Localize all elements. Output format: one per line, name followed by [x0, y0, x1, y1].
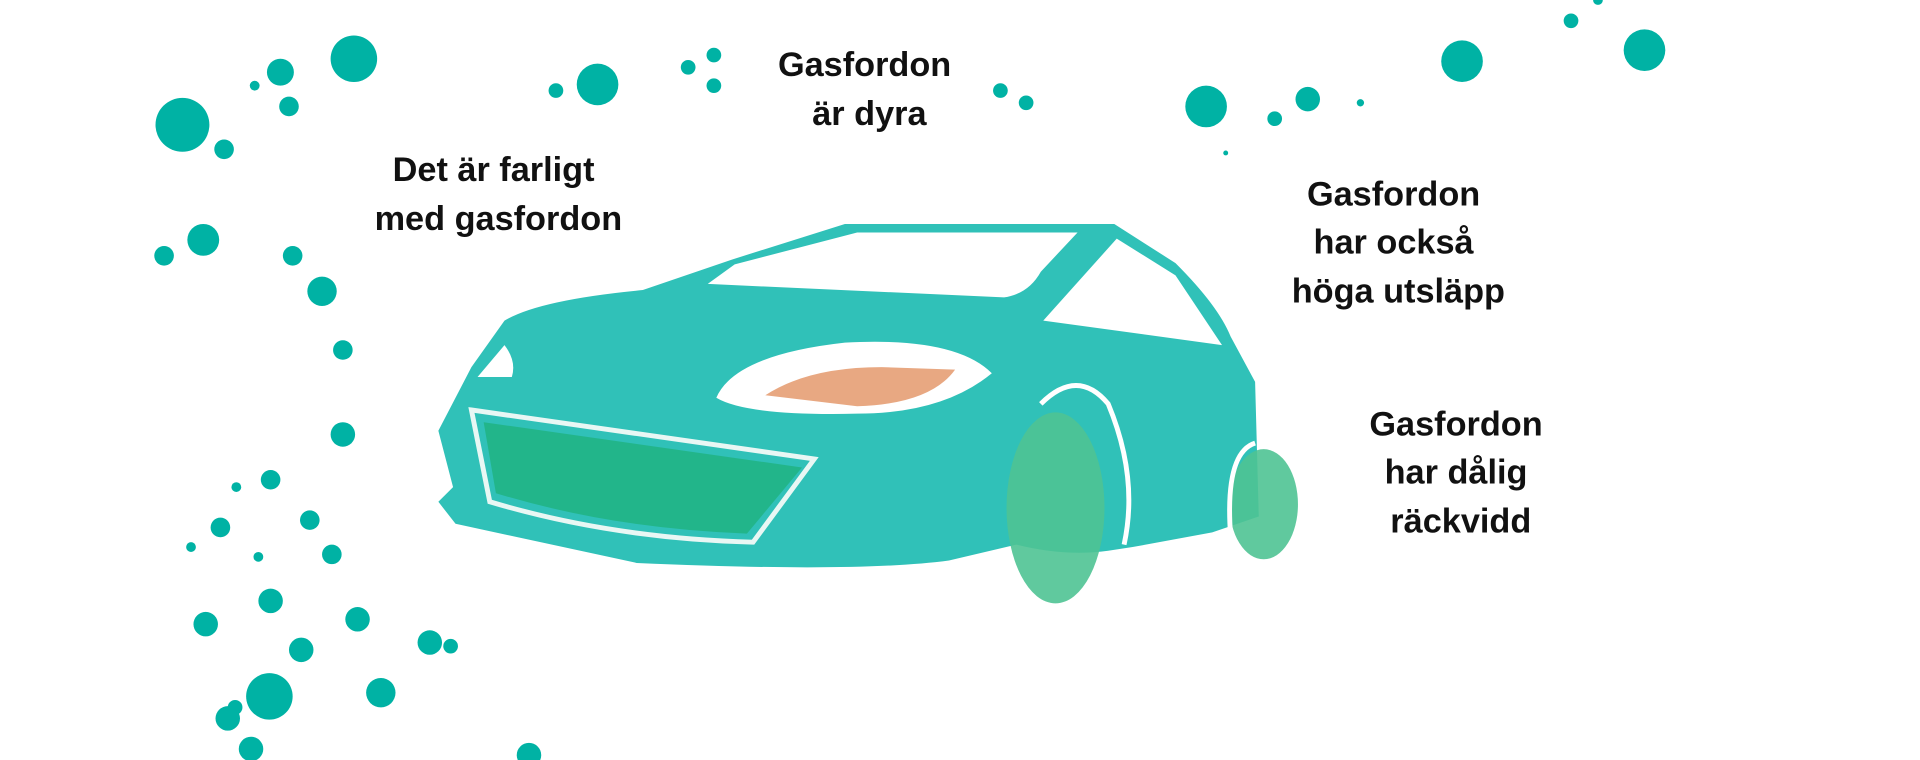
windshield	[707, 232, 1078, 298]
dot	[1593, 0, 1603, 5]
dot	[258, 588, 283, 614]
dot	[210, 517, 231, 538]
grille-frame	[468, 407, 819, 545]
label-line: är dyra	[812, 95, 927, 133]
dot	[231, 482, 242, 492]
mirror-light	[477, 345, 514, 377]
dot	[1185, 85, 1227, 128]
label-line: Det är farligt	[393, 151, 595, 189]
dot	[186, 542, 196, 552]
dot	[246, 673, 293, 720]
dot	[227, 700, 243, 715]
dot	[300, 510, 320, 530]
label-line: Gasfordon	[778, 46, 951, 84]
rear-wheel	[1229, 449, 1298, 560]
dot	[706, 78, 722, 94]
dot	[193, 611, 218, 637]
dot	[238, 736, 264, 760]
dot	[154, 245, 174, 266]
label-expensive: Gasfordon är dyra	[778, 46, 961, 133]
label-emissions: Gasfordon har också höga utsläpp	[1292, 176, 1505, 311]
dot	[330, 422, 356, 447]
grille	[483, 422, 803, 534]
dot	[1563, 13, 1579, 29]
label-line: räckvidd	[1390, 502, 1531, 540]
label-range: Gasfordon har dålig räckvidd	[1369, 406, 1552, 541]
dot	[1356, 99, 1365, 107]
headlight	[765, 367, 956, 407]
dot	[1623, 29, 1666, 71]
car-illustration	[438, 223, 1298, 604]
dot	[1267, 111, 1283, 127]
dot	[1295, 86, 1320, 112]
label-line: har dålig	[1385, 453, 1528, 491]
dot	[288, 637, 314, 663]
dot	[322, 544, 342, 565]
dot	[576, 63, 619, 106]
dot	[516, 742, 542, 760]
dot	[366, 678, 396, 708]
dot	[214, 139, 234, 160]
dot	[266, 58, 294, 86]
dot	[279, 96, 299, 117]
label-line: Gasfordon	[1307, 176, 1480, 214]
dot	[1441, 40, 1483, 82]
dot	[1018, 95, 1034, 111]
dot	[330, 35, 378, 82]
dot	[155, 97, 210, 152]
dot	[282, 245, 303, 266]
label-dangerous: Det är farligt med gasfordon	[375, 151, 623, 238]
dot	[993, 83, 1008, 98]
dot	[1223, 150, 1229, 156]
dot	[253, 551, 264, 562]
dot	[187, 223, 220, 256]
wheel-arch	[1039, 383, 1132, 546]
dot	[333, 340, 353, 360]
dot	[249, 80, 260, 91]
dot	[680, 59, 696, 75]
decorative-dots	[154, 0, 1666, 760]
label-line: med gasfordon	[375, 200, 623, 238]
front-wheel	[1006, 412, 1105, 604]
label-line: Gasfordon	[1369, 406, 1542, 444]
dot	[345, 607, 370, 632]
dot	[443, 638, 458, 654]
label-line: har också	[1314, 223, 1475, 261]
dot	[417, 630, 443, 655]
dot	[260, 469, 281, 490]
side-window	[1043, 238, 1223, 346]
dot	[307, 276, 337, 306]
rear-arch	[1227, 440, 1257, 537]
dot	[548, 83, 564, 98]
dot	[706, 47, 722, 63]
label-line: höga utsläpp	[1292, 272, 1505, 310]
